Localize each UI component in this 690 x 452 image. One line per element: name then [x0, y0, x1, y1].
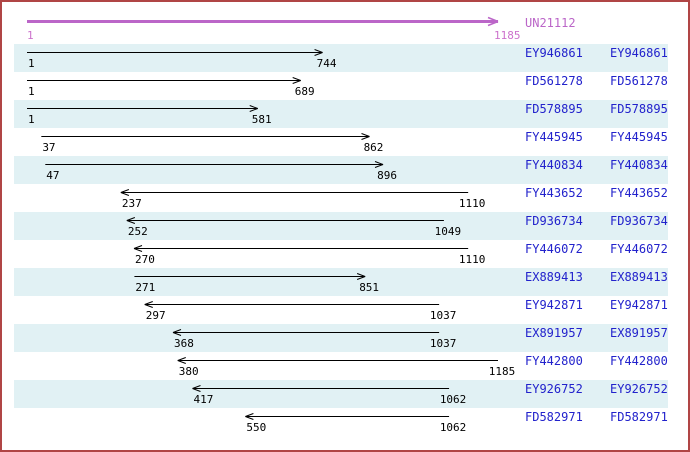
row-background-band	[14, 100, 668, 128]
sequence-id-link[interactable]: EY926752	[525, 382, 583, 396]
reference-end-coordinate: 1185	[494, 29, 521, 42]
alignment-arrow	[41, 133, 370, 140]
alignment-arrow	[126, 217, 444, 224]
end-coordinate: 1049	[434, 225, 462, 238]
alignment-row: 270 1110 FY446072 FY446072	[2, 240, 688, 268]
reference-start-coordinate: 1	[27, 29, 34, 42]
row-background-band	[14, 324, 668, 352]
end-coordinate: 862	[363, 141, 384, 154]
start-coordinate: 252	[127, 225, 148, 238]
start-coordinate: 1	[28, 113, 35, 126]
row-background-band	[14, 268, 668, 296]
sequence-id-link[interactable]: EY946861	[525, 46, 583, 60]
end-coordinate: 896	[377, 169, 397, 182]
row-background-band	[14, 44, 668, 72]
start-coordinate: 380	[178, 365, 199, 378]
alignment-row: 368 1037 EX891957 EX891957	[2, 324, 688, 352]
sequence-id-link[interactable]: FY440834	[525, 158, 583, 172]
sequence-id-link[interactable]: FY445945	[525, 130, 583, 144]
row-background-band	[14, 380, 668, 408]
start-coordinate: 271	[135, 281, 156, 294]
start-coordinate: 550	[246, 421, 267, 434]
alignment-row: 1 581 FD578895 FD578895	[2, 100, 688, 128]
end-coordinate: 1062	[439, 421, 467, 434]
reference-id-link[interactable]: UN21112	[525, 16, 576, 30]
sequence-id-link[interactable]: FD936734	[525, 214, 583, 228]
alignment-row: 271 851 EX889413 EX889413	[2, 268, 688, 296]
alignment-row: 1 744 EY946861 EY946861	[2, 44, 688, 72]
end-coordinate: 1062	[439, 393, 467, 406]
end-coordinate: 1110	[458, 197, 486, 210]
alignment-row: 297 1037 EY942871 EY942871	[2, 296, 688, 324]
sequence-id-link[interactable]: EY942871	[525, 298, 583, 312]
sequence-id-link-secondary[interactable]: FY445945	[610, 130, 668, 144]
alignment-row: 252 1049 FD936734 FD936734	[2, 212, 688, 240]
sequence-id-link-secondary[interactable]: EY946861	[610, 46, 668, 60]
alignment-arrow	[177, 357, 498, 364]
alignment-arrow	[172, 329, 440, 336]
reference-row: UN21112 1 1185	[2, 2, 688, 44]
sequence-id-link[interactable]: FD578895	[525, 102, 583, 116]
sequence-id-link-secondary[interactable]: FY442800	[610, 354, 668, 368]
alignment-row: 47 896 FY440834 FY440834	[2, 156, 688, 184]
row-background-band	[14, 156, 668, 184]
alignment-arrow	[45, 161, 384, 168]
end-coordinate: 1037	[429, 337, 457, 350]
alignment-arrow	[134, 273, 366, 280]
start-coordinate: 1	[28, 85, 35, 98]
sequence-id-link-secondary[interactable]: FD936734	[610, 214, 668, 228]
start-coordinate: 237	[121, 197, 142, 210]
end-coordinate: 581	[251, 113, 272, 126]
alignment-arrow	[27, 49, 323, 56]
alignment-arrow	[245, 413, 450, 420]
alignment-row: 417 1062 EY926752 EY926752	[2, 380, 688, 408]
sequence-id-link-secondary[interactable]: FY443652	[610, 186, 668, 200]
alignment-arrow	[192, 385, 450, 392]
alignment-rows: 1 744 EY946861 EY946861 1 689 FD561278 F…	[2, 44, 688, 436]
start-coordinate: 297	[145, 309, 166, 322]
end-coordinate: 1185	[488, 365, 516, 378]
sequence-id-link-secondary[interactable]: FY446072	[610, 242, 668, 256]
sequence-id-link-secondary[interactable]: EX889413	[610, 270, 668, 284]
alignment-arrow	[27, 105, 258, 112]
sequence-id-link-secondary[interactable]: EY942871	[610, 298, 668, 312]
sequence-id-link[interactable]: EX891957	[525, 326, 583, 340]
row-background-band	[14, 212, 668, 240]
start-coordinate: 1	[28, 57, 35, 70]
sequence-id-link[interactable]: FD582971	[525, 410, 583, 424]
sequence-id-link-secondary[interactable]: FD561278	[610, 74, 668, 88]
start-coordinate: 417	[193, 393, 214, 406]
sequence-id-link[interactable]: FY443652	[525, 186, 583, 200]
alignment-arrow	[27, 77, 301, 84]
alignment-row: 550 1062 FD582971 FD582971	[2, 408, 688, 436]
end-coordinate: 689	[294, 85, 315, 98]
alignment-arrow	[144, 301, 440, 308]
end-coordinate: 744	[316, 57, 337, 70]
reference-arrow	[27, 16, 499, 27]
end-coordinate: 1037	[429, 309, 457, 322]
alignment-row: 1 689 FD561278 FD561278	[2, 72, 688, 100]
sequence-id-link-secondary[interactable]: EX891957	[610, 326, 668, 340]
sequence-id-link[interactable]: FY442800	[525, 354, 583, 368]
alignment-arrow	[133, 245, 469, 252]
start-coordinate: 270	[135, 253, 155, 266]
alignment-row: 380 1185 FY442800 FY442800	[2, 352, 688, 380]
sequence-id-link[interactable]: FY446072	[525, 242, 583, 256]
alignment-arrow	[120, 189, 469, 196]
alignment-row: 37 862 FY445945 FY445945	[2, 128, 688, 156]
sequence-id-link[interactable]: EX889413	[525, 270, 583, 284]
sequence-id-link[interactable]: FD561278	[525, 74, 583, 88]
sequence-id-link-secondary[interactable]: FD582971	[610, 410, 668, 424]
start-coordinate: 368	[173, 337, 194, 350]
end-coordinate: 851	[359, 281, 380, 294]
start-coordinate: 47	[46, 169, 60, 182]
alignment-row: 237 1110 FY443652 FY443652	[2, 184, 688, 212]
end-coordinate: 1110	[458, 253, 486, 266]
start-coordinate: 37	[42, 141, 56, 154]
sequence-id-link-secondary[interactable]: FY440834	[610, 158, 668, 172]
sequence-id-link-secondary[interactable]: EY926752	[610, 382, 668, 396]
sequence-id-link-secondary[interactable]: FD578895	[610, 102, 668, 116]
